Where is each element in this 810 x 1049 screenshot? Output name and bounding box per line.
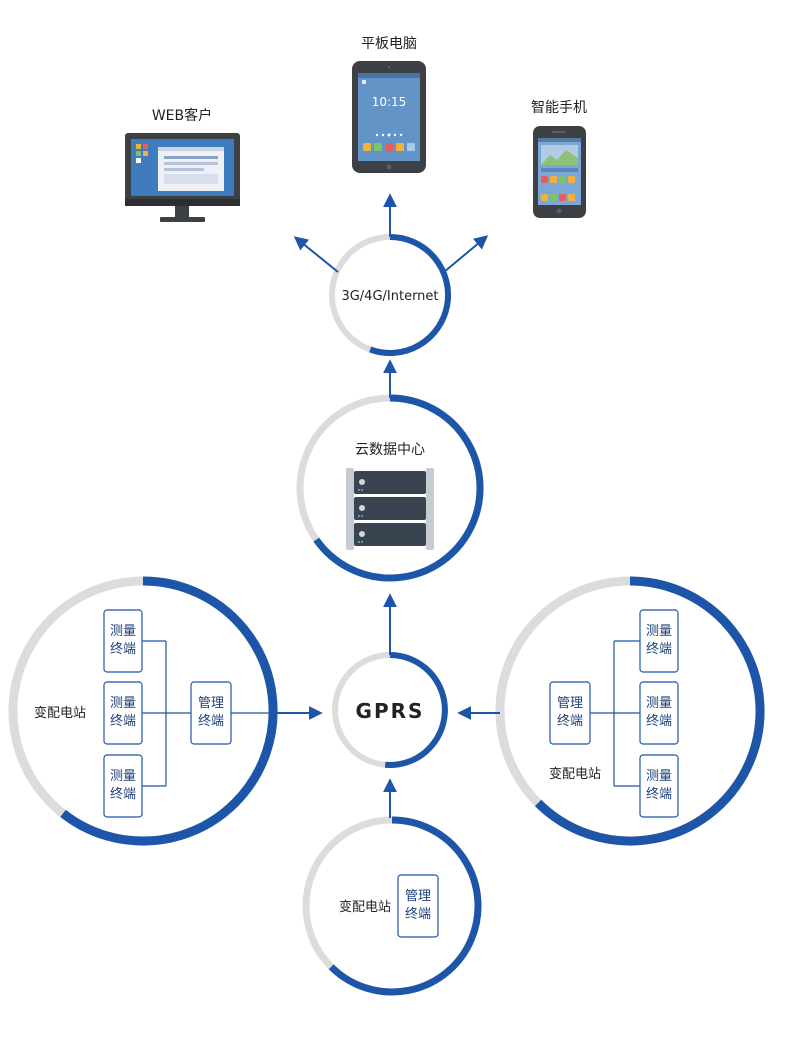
left-station-ring — [8, 576, 278, 846]
right-station-label: 变配电站 — [549, 766, 601, 782]
left-manager-line1: 管理 — [198, 696, 224, 711]
arrow-network-to-web — [293, 236, 339, 273]
right-manager-line1: 管理 — [557, 696, 583, 711]
right-manager-terminal: 管理 终端 — [549, 681, 591, 745]
tablet-icon — [352, 61, 426, 173]
phone-label: 智能手机 — [531, 100, 587, 116]
right-terminal-3-line1: 测量 — [646, 769, 672, 784]
right-terminal-2-line1: 测量 — [646, 696, 672, 711]
bottom-manager-line2: 终端 — [405, 906, 431, 922]
tablet-label: 平板电脑 — [361, 36, 417, 52]
bottom-manager-line1: 管理 — [405, 889, 431, 904]
right-terminal-1-line2: 终端 — [646, 641, 672, 657]
right-terminal-1-line1: 测量 — [646, 624, 672, 639]
web-client-label: WEB客户 — [152, 107, 212, 124]
network-label: 3G/4G/Internet — [341, 289, 438, 304]
bottom-manager-terminal: 管理 终端 — [397, 874, 439, 938]
gprs-label: GPRS — [356, 699, 425, 723]
left-measure-terminal-2: 测量 终端 — [103, 681, 143, 745]
left-terminal-1-line2: 终端 — [110, 641, 136, 657]
left-station-label: 变配电站 — [34, 705, 86, 721]
right-terminal-3-line2: 终端 — [646, 786, 672, 802]
left-manager-line2: 终端 — [198, 713, 224, 729]
bottom-station-label: 变配电站 — [339, 899, 391, 915]
left-terminal-1-line1: 测量 — [110, 624, 136, 639]
left-measure-terminal-1: 测量 终端 — [103, 609, 143, 673]
left-terminal-2-line2: 终端 — [110, 713, 136, 729]
right-measure-terminal-3: 测量 终端 — [639, 754, 679, 818]
right-measure-terminal-1: 测量 终端 — [639, 609, 679, 673]
right-station-wiring — [590, 640, 640, 787]
left-terminal-3-line1: 测量 — [110, 769, 136, 784]
arrow-network-to-phone — [443, 235, 489, 273]
tablet-clock: 10:15 — [372, 95, 407, 109]
monitor-icon — [125, 133, 240, 222]
left-station-wiring — [142, 640, 273, 787]
bottom-station-ring — [302, 816, 482, 996]
left-terminal-2-line1: 测量 — [110, 696, 136, 711]
right-station-ring — [495, 576, 765, 846]
left-measure-terminal-3: 测量 终端 — [103, 754, 143, 818]
right-measure-terminal-2: 测量 终端 — [639, 681, 679, 745]
server-icon — [346, 468, 434, 550]
cloud-label: 云数据中心 — [355, 442, 425, 458]
left-terminal-3-line2: 终端 — [110, 786, 136, 802]
phone-icon — [533, 126, 586, 218]
right-terminal-2-line2: 终端 — [646, 713, 672, 729]
right-manager-line2: 终端 — [557, 713, 583, 729]
left-manager-terminal: 管理 终端 — [190, 681, 232, 745]
